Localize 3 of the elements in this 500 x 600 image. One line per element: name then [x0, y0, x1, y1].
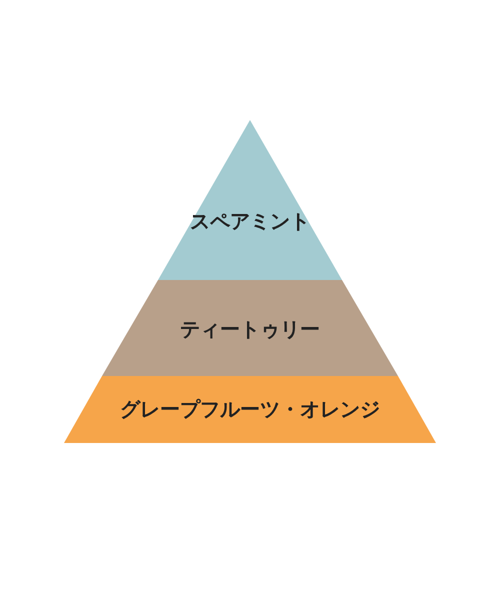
- tier-label: スペアミント: [190, 208, 310, 235]
- tier-label: グレープフルーツ・オレンジ: [120, 396, 380, 423]
- tier-label: ティートゥリー: [180, 316, 320, 343]
